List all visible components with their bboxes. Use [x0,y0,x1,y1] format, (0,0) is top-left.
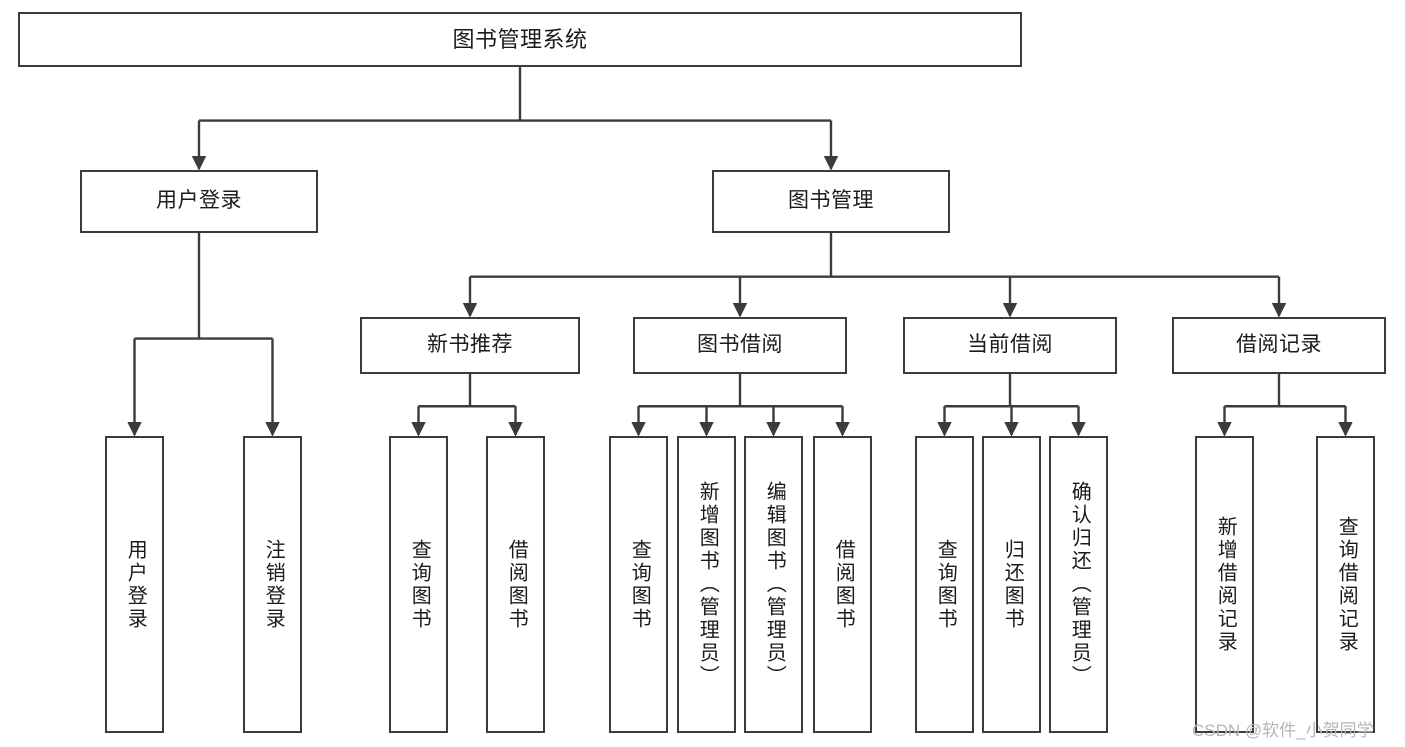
node-label: 用户登录 [156,189,242,213]
node-label: 当前借阅 [967,333,1053,357]
node-label: 图书借阅 [697,333,783,357]
node-label: 查询借阅记录 [1335,515,1358,654]
node-leaf-rec-2[interactable]: 查询借阅记录 [1316,436,1375,733]
node-label: 查询图书 [628,538,651,631]
node-leaf-cur-3[interactable]: 确认归还（管理员） [1049,436,1108,733]
node-label: 借阅图书 [505,538,528,631]
node-leaf-bor-3[interactable]: 编辑图书（管理员） [744,436,803,733]
node-bookmgmt[interactable]: 图书管理 [712,170,950,233]
node-newbook[interactable]: 新书推荐 [360,317,580,374]
node-login[interactable]: 用户登录 [80,170,318,233]
node-label: 借阅记录 [1236,333,1322,357]
node-leaf-cur-1[interactable]: 查询图书 [915,436,974,733]
node-leaf-cur-2[interactable]: 归还图书 [982,436,1041,733]
node-label: 注销登录 [262,538,285,631]
node-leaf-login-1[interactable]: 用户登录 [105,436,164,733]
node-leaf-rec-1[interactable]: 新增借阅记录 [1195,436,1254,733]
node-label: 查询图书 [408,538,431,631]
node-label: 编辑图书（管理员） [763,481,786,688]
csdn-watermark: CSDN @软件_小贺同学 [1192,721,1374,740]
node-leaf-bor-4[interactable]: 借阅图书 [813,436,872,733]
node-label: 用户登录 [124,538,147,631]
node-label: 新书推荐 [427,333,513,357]
node-label: 确认归还（管理员） [1068,481,1091,688]
node-label: 图书管理 [788,189,874,213]
node-label: 图书管理系统 [452,26,588,52]
node-label: 新增借阅记录 [1214,515,1237,654]
node-leaf-bor-2[interactable]: 新增图书（管理员） [677,436,736,733]
node-current[interactable]: 当前借阅 [903,317,1117,374]
node-root[interactable]: 图书管理系统 [18,12,1022,67]
node-leaf-bor-1[interactable]: 查询图书 [609,436,668,733]
node-label: 查询图书 [934,538,957,631]
node-label: 新增图书（管理员） [696,481,719,688]
node-leaf-new-2[interactable]: 借阅图书 [486,436,545,733]
node-label: 归还图书 [1001,538,1024,631]
node-borrow[interactable]: 图书借阅 [633,317,847,374]
node-label: 借阅图书 [832,538,855,631]
node-leaf-login-2[interactable]: 注销登录 [243,436,302,733]
node-leaf-new-1[interactable]: 查询图书 [389,436,448,733]
node-records[interactable]: 借阅记录 [1172,317,1386,374]
